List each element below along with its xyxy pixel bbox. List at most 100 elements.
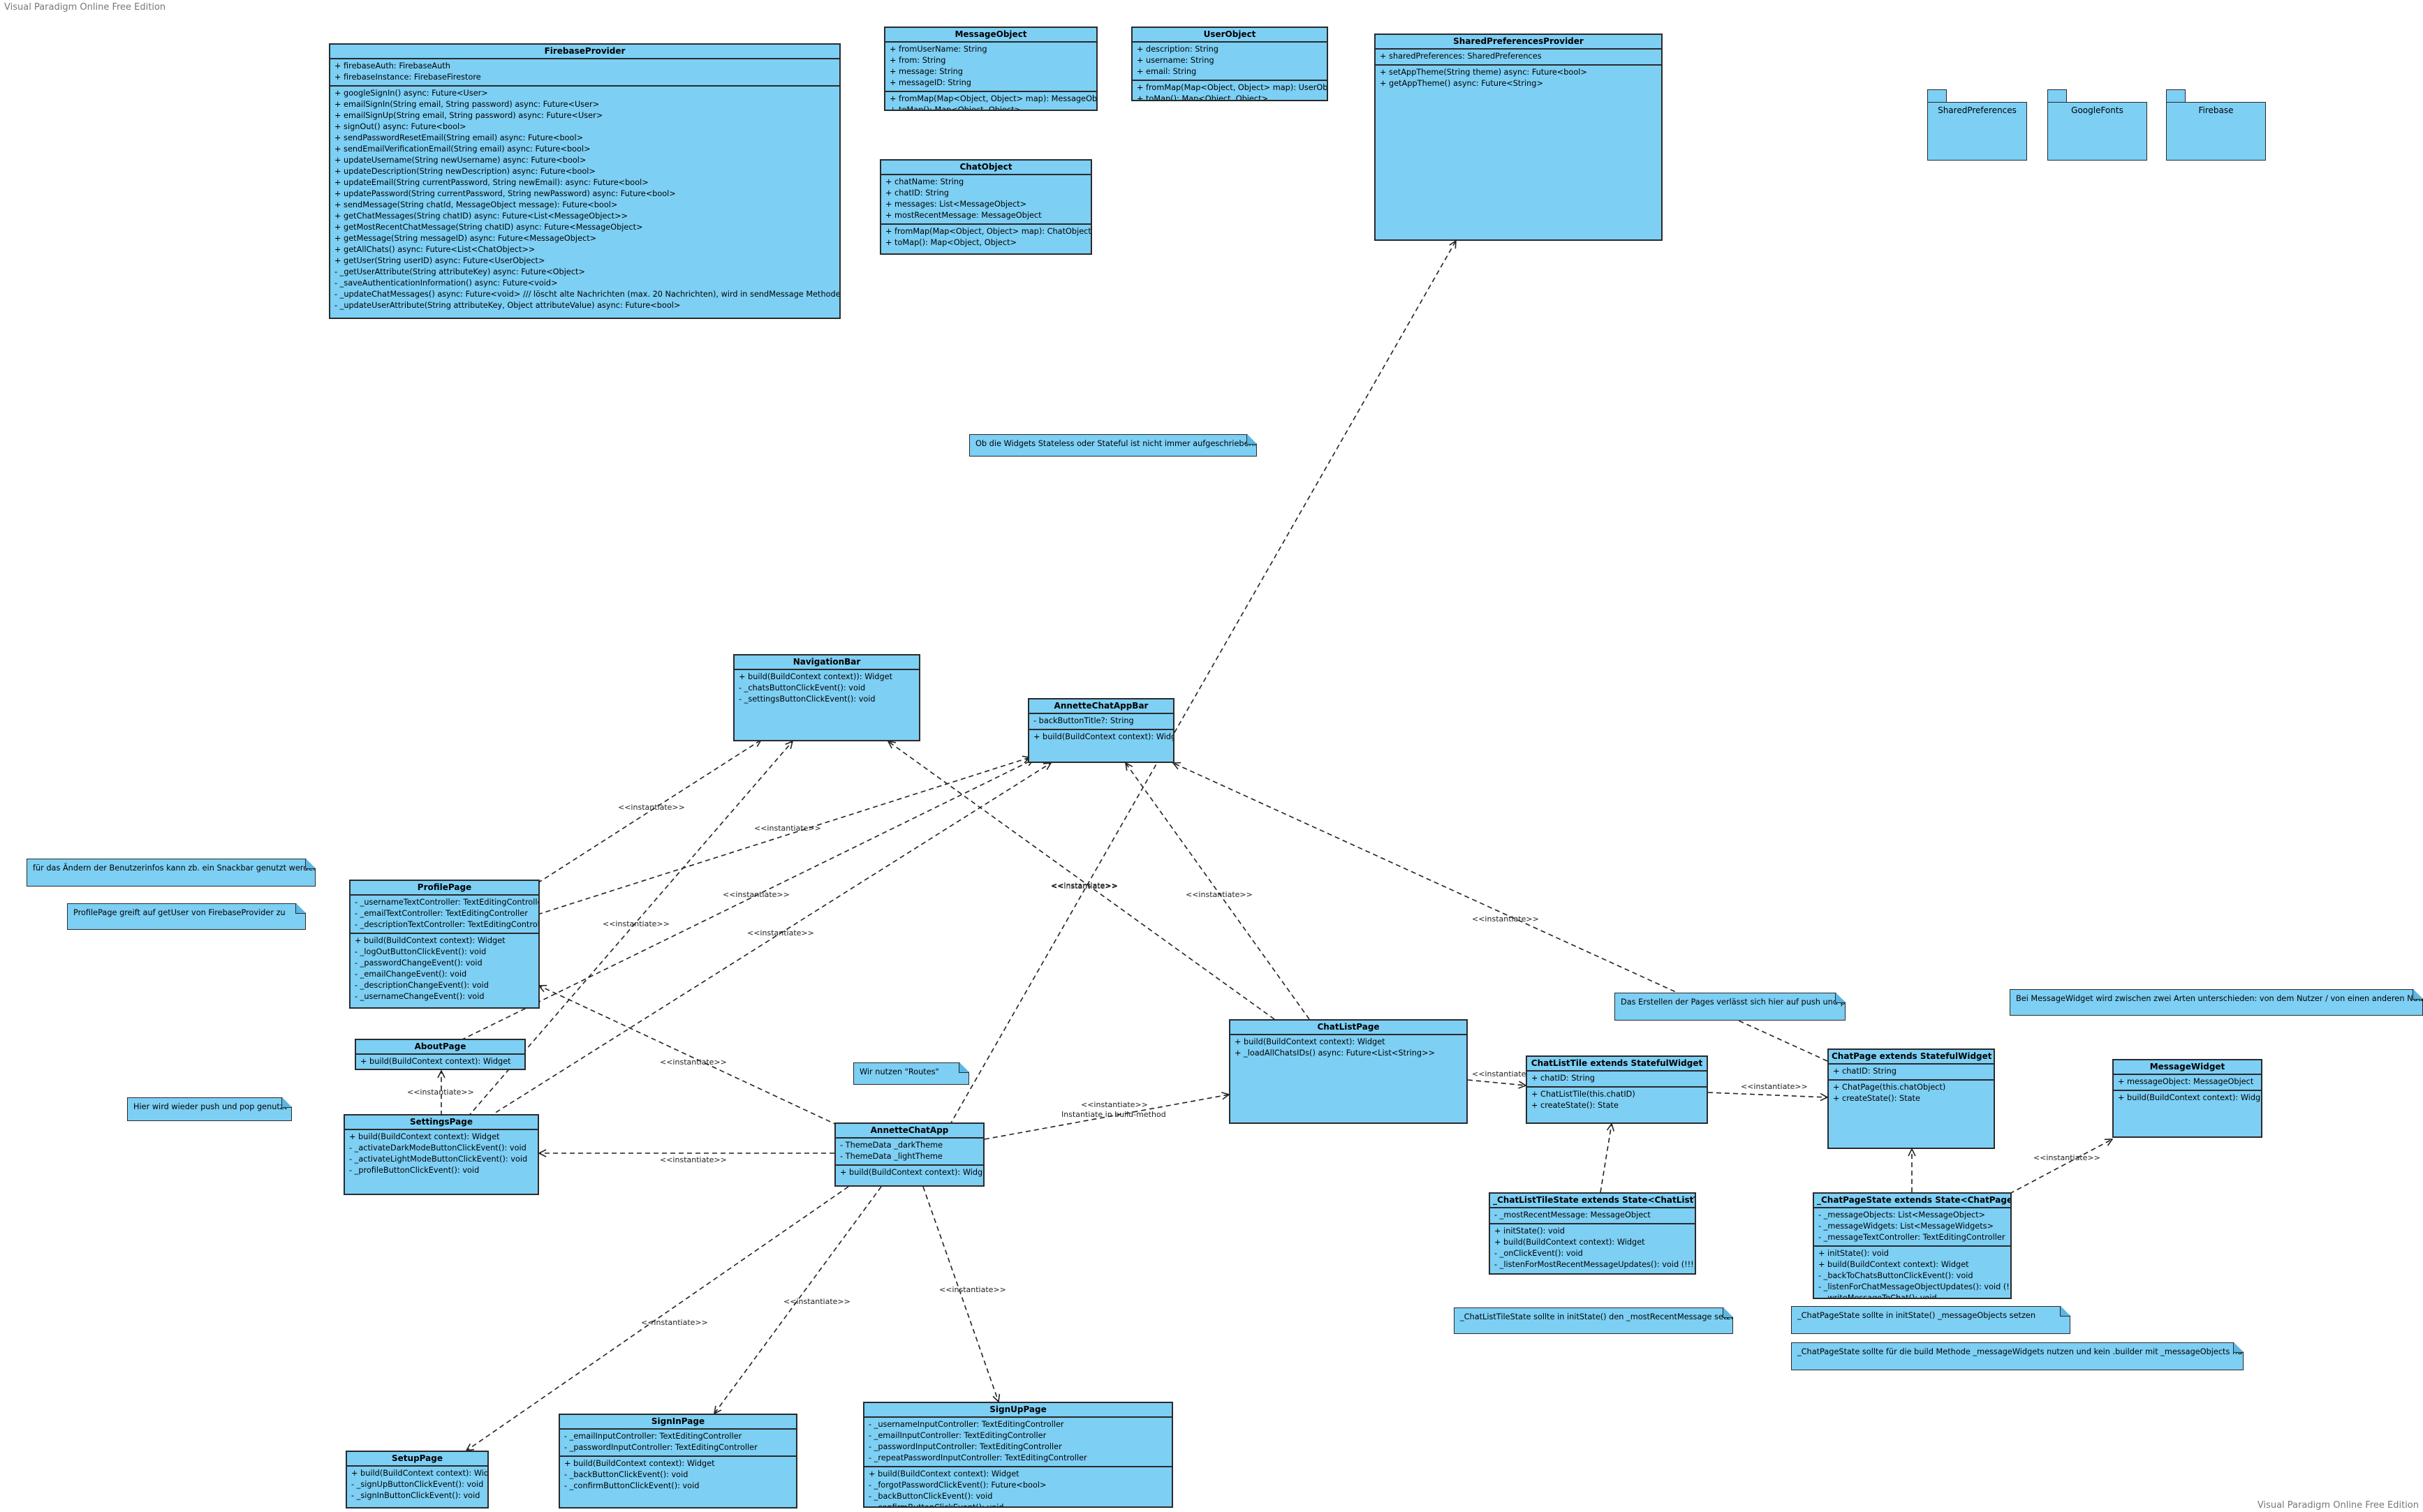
class-attributes-section: + description: String+ username: String+… bbox=[1133, 43, 1327, 81]
class-method: - _activateLightModeButtonClickEvent(): … bbox=[349, 1155, 528, 1164]
class-method: + sendEmailVerificationEmail(String emai… bbox=[334, 144, 591, 154]
class-method: - _usernameChangeEvent(): void bbox=[355, 992, 485, 1001]
edge-label-tile-chatpage: <<instantiate>> bbox=[1741, 1082, 1808, 1091]
class-title: ChatListPage bbox=[1230, 1021, 1466, 1035]
class-attribute: - _mostRecentMessage: MessageObject bbox=[1494, 1210, 1651, 1220]
class-method: + getChatMessages(String chatID) async: … bbox=[334, 212, 628, 221]
class-attribute: - _usernameInputController: TextEditingC… bbox=[869, 1420, 1064, 1429]
class-method: - _descriptionChangeEvent(): void bbox=[355, 981, 489, 990]
class-method: + getMostRecentChatMessage(String chatID… bbox=[334, 223, 643, 232]
class-attribute: - ThemeData _lightTheme bbox=[840, 1152, 943, 1161]
class-methods-section: + build(BuildContext context): Widget bbox=[1029, 730, 1173, 745]
class-attribute: + description: String bbox=[1137, 45, 1218, 54]
class-attributes-section: + messageObject: MessageObject bbox=[2114, 1075, 2261, 1091]
note-chatpagestate-build: _ChatPageState sollte für die build Meth… bbox=[1791, 1342, 2244, 1370]
class-methods-section: + build(BuildContext context)): Widget- … bbox=[735, 670, 919, 707]
class-attribute: - _repeatPasswordInputController: TextEd… bbox=[869, 1453, 1087, 1462]
package-googlefonts: GoogleFonts bbox=[2047, 89, 2147, 161]
class-user-object: UserObject+ description: String+ usernam… bbox=[1131, 27, 1328, 101]
class-methods-section: + build(BuildContext context): Widget bbox=[356, 1055, 524, 1069]
class-title: SharedPreferencesProvider bbox=[1376, 35, 1661, 50]
edge-settings-appbar bbox=[488, 763, 1051, 1118]
class-sign-in-page: SignInPage- _emailInputController: TextE… bbox=[559, 1414, 797, 1509]
class-methods-section: + build(BuildContext context): Widget bbox=[836, 1166, 983, 1180]
class-firebase-provider: FirebaseProvider+ firebaseAuth: Firebase… bbox=[329, 43, 841, 319]
class-method: + build(BuildContext context): Widget bbox=[355, 936, 506, 945]
class-chat-list-page: ChatListPage+ build(BuildContext context… bbox=[1229, 1019, 1468, 1124]
class-method: - _listenForChatMessageObjectUpdates(): … bbox=[1818, 1282, 2012, 1291]
note-routes: Wir nutzen "Routes" bbox=[853, 1062, 969, 1085]
class-method: + build(BuildContext context): Widget bbox=[2118, 1093, 2262, 1102]
class-attribute: - _messageObjects: List<MessageObject> bbox=[1818, 1210, 1986, 1220]
class-method: + ChatPage(this.chatObject) bbox=[1833, 1083, 1946, 1092]
class-method: - _profileButtonClickEvent(): void bbox=[349, 1166, 480, 1175]
class-attribute: - _passwordInputController: TextEditingC… bbox=[564, 1443, 758, 1452]
class-attribute: - _passwordInputController: TextEditingC… bbox=[869, 1442, 1062, 1451]
class-title: _ChatListTileState extends State<ChatLis… bbox=[1490, 1194, 1695, 1208]
class-sign-up-page: SignUpPage- _usernameInputController: Te… bbox=[863, 1402, 1173, 1508]
note-push-pop: Hier wird wieder push und pop genutzt bbox=[127, 1097, 292, 1121]
class-profile-page: ProfilePage- _usernameTextController: Te… bbox=[349, 880, 540, 1009]
class-attribute: + mostRecentMessage: MessageObject bbox=[885, 211, 1042, 220]
class-chat-list-tile: ChatListTile extends StatefulWidget+ cha… bbox=[1526, 1055, 1708, 1124]
class-method: + fromMap(Map<Object, Object> map): Mess… bbox=[890, 94, 1098, 103]
class-method: + emailSignIn(String email, String passw… bbox=[334, 100, 600, 109]
edge-tile-chatpage bbox=[1707, 1092, 1827, 1097]
class-attribute: - _messageWidgets: List<MessageWidgets> bbox=[1818, 1222, 1994, 1231]
class-method: + sendMessage(String chatId, MessageObje… bbox=[334, 200, 618, 209]
class-annette-chat-app-bar: AnnetteChatAppBar- backButtonTitle?: Str… bbox=[1028, 698, 1174, 763]
class-method: + build(BuildContext context): Widget bbox=[349, 1132, 500, 1141]
class-methods-section: + build(BuildContext context): Widget+ _… bbox=[1230, 1035, 1466, 1061]
class-method: + createState(): State bbox=[1833, 1094, 1920, 1103]
class-attribute: + firebaseAuth: FirebaseAuth bbox=[334, 61, 450, 71]
class-attribute: - _descriptionTextController: TextEditin… bbox=[355, 920, 540, 929]
class-attribute: + messageID: String bbox=[890, 78, 971, 87]
class-title: SettingsPage bbox=[345, 1116, 538, 1130]
class-chat-page-state: _ChatPageState extends State<ChatPage> - … bbox=[1813, 1192, 2012, 1299]
class-attribute: - _emailInputController: TextEditingCont… bbox=[869, 1431, 1047, 1440]
edge-label-app-signup: <<instantiate>> bbox=[939, 1285, 1006, 1294]
class-attributes-section: + chatID: String bbox=[1527, 1072, 1707, 1088]
class-methods-section: + fromMap(Map<Object, Object> map): Chat… bbox=[881, 225, 1091, 251]
class-method: - _backToChatsButtonClickEvent(): void bbox=[1818, 1271, 1973, 1280]
class-attributes-section: - ThemeData _darkTheme- ThemeData _light… bbox=[836, 1139, 983, 1166]
edge-profile-navbar bbox=[537, 740, 761, 884]
edge-label-profile-appbar: <<instantiate>> bbox=[754, 824, 821, 833]
class-method: - _emailChangeEvent(): void bbox=[355, 970, 467, 979]
class-title: SetupPage bbox=[347, 1452, 487, 1467]
class-method: - _updateUserAttribute(String attributeK… bbox=[334, 301, 681, 310]
class-attribute: + email: String bbox=[1137, 67, 1197, 76]
edge-label-app-signin: <<instantiate>> bbox=[783, 1297, 850, 1306]
note-widgets-stateful: Ob die Widgets Stateless oder Stateful i… bbox=[969, 434, 1257, 457]
class-method: - _getUserAttribute(String attributeKey)… bbox=[334, 267, 585, 276]
class-attribute: + from: String bbox=[890, 56, 946, 65]
edge-label-app-profile: <<instantiate>> bbox=[660, 1058, 727, 1067]
class-attribute: + messages: List<MessageObject> bbox=[885, 200, 1027, 209]
edge-chatlist-navbar bbox=[888, 741, 1275, 1020]
class-title: ChatPage extends StatefulWidget bbox=[1829, 1050, 1994, 1065]
class-method: - _writeMessageToChat(): void bbox=[1818, 1294, 1937, 1299]
class-methods-section: + build(BuildContext context): Widget - _… bbox=[345, 1130, 538, 1178]
class-method: - _onClickEvent(): void bbox=[1494, 1249, 1583, 1258]
class-attribute: - _usernameTextController: TextEditingCo… bbox=[355, 898, 540, 907]
class-attributes-section: - _usernameTextController: TextEditingCo… bbox=[351, 896, 538, 934]
edge-settings-navbar bbox=[467, 741, 793, 1118]
class-message-object: MessageObject+ fromUserName: String+ fro… bbox=[884, 27, 1098, 111]
class-attribute: + chatID: String bbox=[1833, 1067, 1897, 1076]
class-attribute: + message: String bbox=[890, 67, 963, 76]
class-attribute: + chatID: String bbox=[885, 188, 949, 198]
class-attributes-section: + chatName: String+ chatID: String+ mess… bbox=[881, 175, 1091, 225]
edge-app-sharedprefs bbox=[949, 241, 1456, 1126]
class-title: _ChatPageState extends State<ChatPage> bbox=[1814, 1194, 2010, 1208]
class-method: + build(BuildContext context): Widget bbox=[564, 1459, 715, 1468]
class-method: - _backButtonClickEvent(): void bbox=[564, 1470, 688, 1479]
class-navigation-bar: NavigationBar+ build(BuildContext contex… bbox=[733, 654, 920, 741]
note-pages-push-pop: Das Erstellen der Pages verlässt sich hi… bbox=[1614, 993, 1846, 1021]
class-title: MessageWidget bbox=[2114, 1060, 2261, 1075]
class-method: + build(BuildContext context): Widget bbox=[1818, 1260, 1969, 1269]
class-methods-section: + fromMap(Map<Object, Object> map): Mess… bbox=[885, 92, 1098, 110]
note-chatpagestate-init: _ChatPageState sollte in initState() _me… bbox=[1791, 1306, 2070, 1334]
edge-profile-appbar bbox=[537, 757, 1030, 915]
class-attributes-section: + chatID: String bbox=[1829, 1065, 1994, 1081]
class-method: - _settingsButtonClickEvent(): void bbox=[739, 695, 876, 704]
